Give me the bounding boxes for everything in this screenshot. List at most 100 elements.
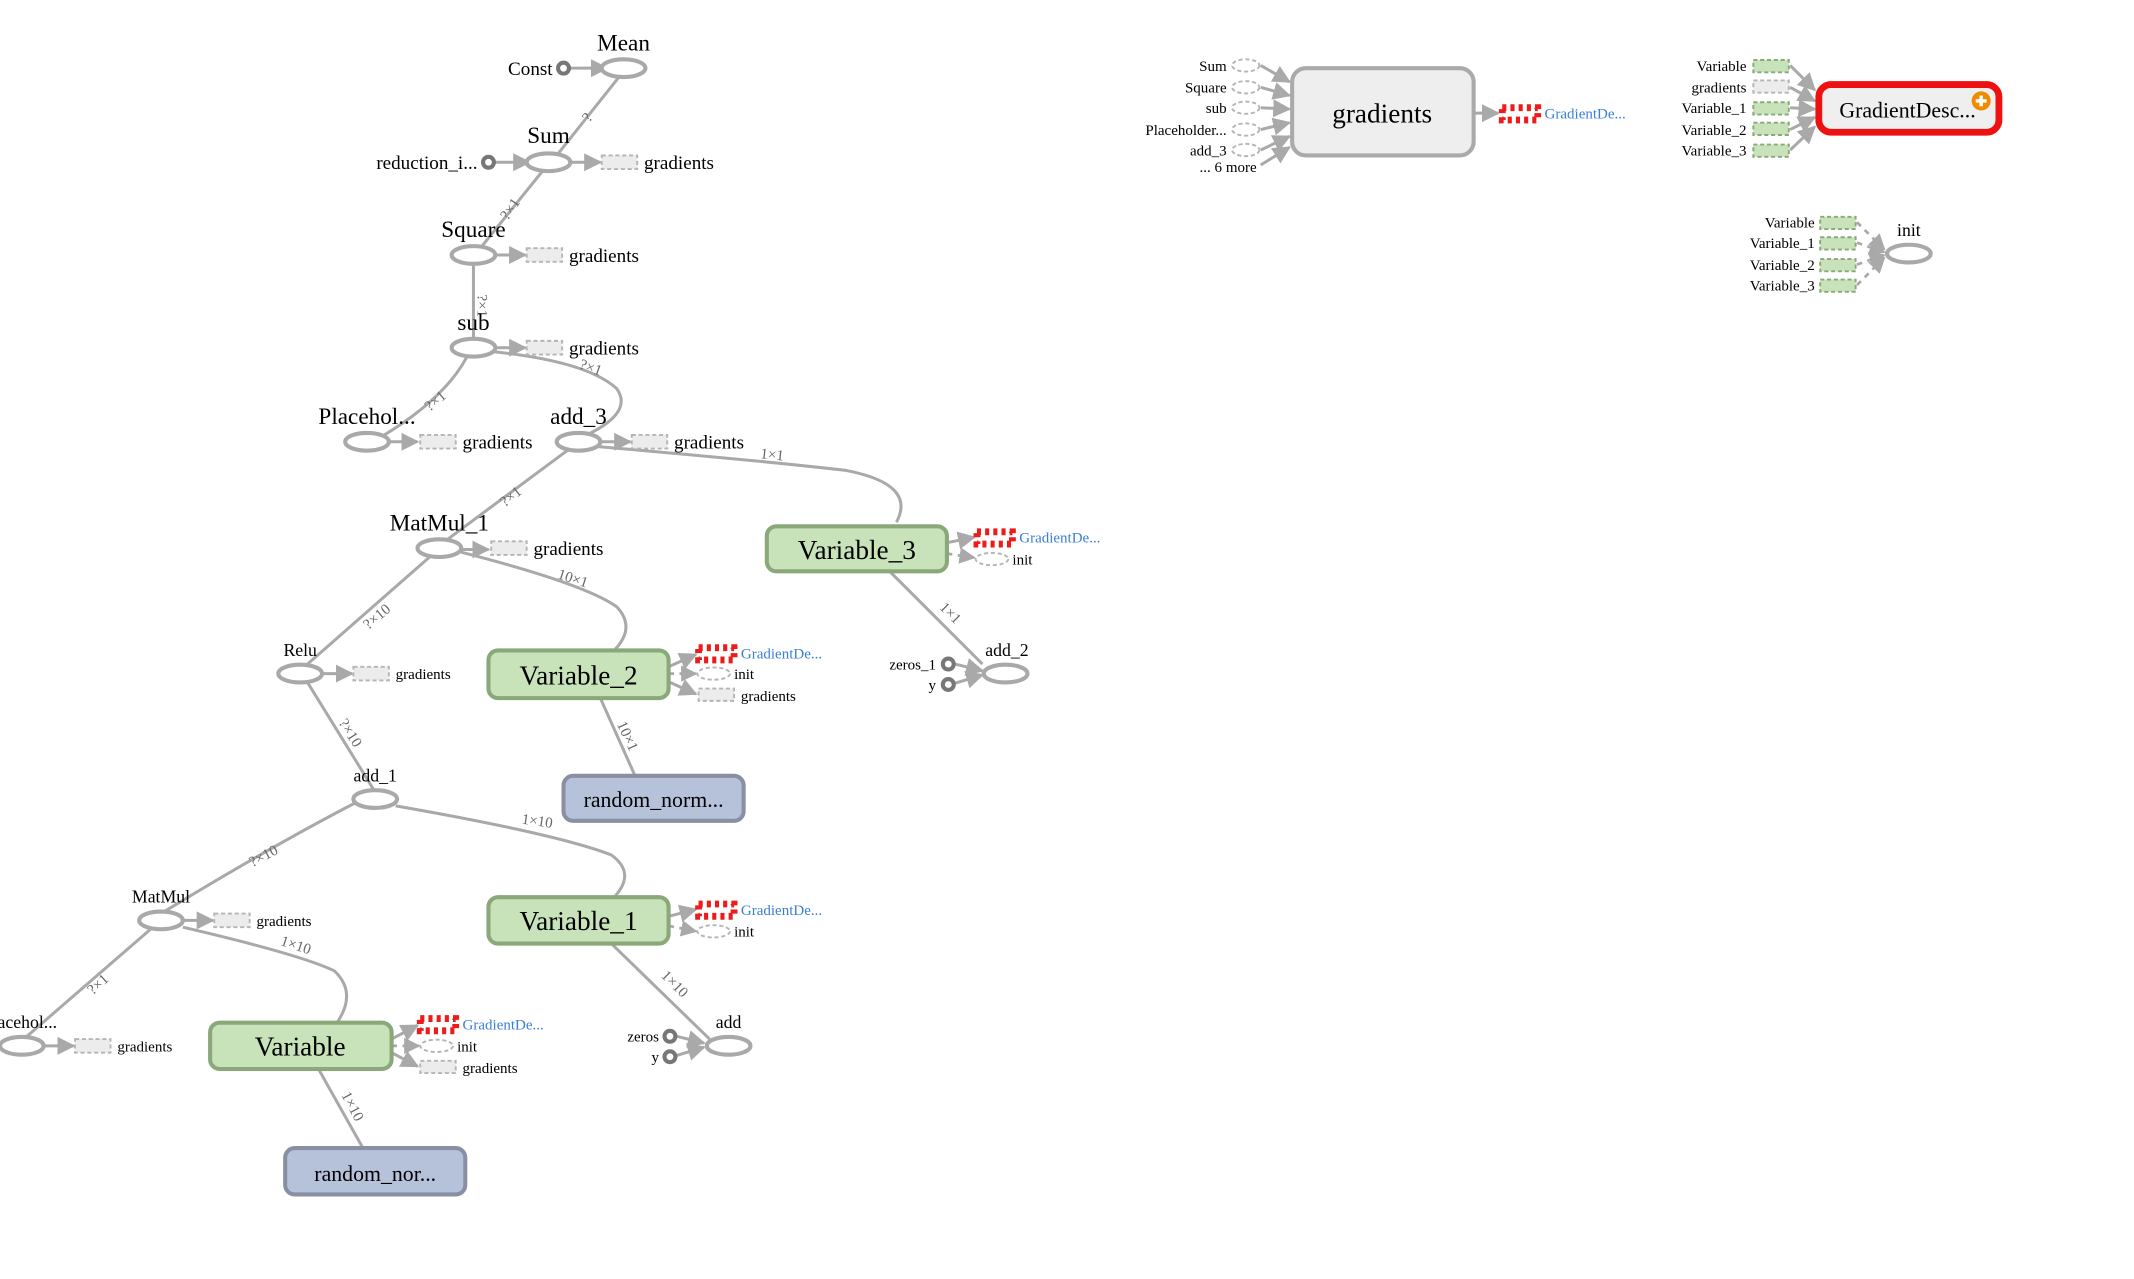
random-box[interactable]: [283, 1146, 468, 1197]
ref-init-var[interactable]: init: [419, 1038, 478, 1055]
ref-box[interactable]: [416, 1015, 460, 1035]
gradient-descent-group[interactable]: Variable gradients Variable_1 Variable_2…: [1681, 59, 2003, 160]
ref-label[interactable]: GradientDe...: [741, 903, 822, 919]
op-ellipse[interactable]: [343, 430, 391, 453]
node-random-normal[interactable]: random_nor...: [283, 1146, 468, 1197]
ref-box[interactable]: [419, 434, 457, 450]
input-ref[interactable]: [1752, 59, 1790, 74]
input-ref[interactable]: [1231, 100, 1261, 115]
node-variable[interactable]: Variable: [208, 1020, 394, 1072]
op-ellipse[interactable]: [351, 788, 400, 810]
node-y-2[interactable]: y: [929, 676, 956, 694]
node-add-3[interactable]: add_3: [550, 404, 607, 453]
op-ellipse[interactable]: [0, 1034, 46, 1057]
node-add-2[interactable]: add_2: [981, 640, 1030, 685]
node-variable-1[interactable]: Variable_1: [486, 895, 671, 946]
op-ellipse[interactable]: [554, 430, 603, 453]
ref-box[interactable]: [695, 644, 738, 664]
ref-gradients-sum[interactable]: gradients: [600, 153, 714, 174]
ref-gradient-descent-var3[interactable]: GradientDe...: [973, 528, 1101, 548]
gradient-descent-box[interactable]: [1815, 81, 2003, 136]
node-zeros[interactable]: zeros: [627, 1028, 678, 1046]
ref-ellipse[interactable]: [696, 924, 731, 939]
const-circle[interactable]: [940, 676, 956, 692]
input-ref[interactable]: [1819, 236, 1857, 251]
ref-gradient-descent-var2[interactable]: GradientDe...: [695, 644, 823, 664]
input-ref[interactable]: [1752, 121, 1790, 136]
op-ellipse[interactable]: [449, 244, 498, 266]
ref-box[interactable]: [525, 247, 564, 263]
node-random-normal-2[interactable]: random_norm...: [561, 773, 746, 823]
node-variable-2[interactable]: Variable_2: [486, 648, 671, 701]
ref-gradients-matmul[interactable]: gradients: [213, 912, 312, 930]
input-ref[interactable]: [1231, 80, 1261, 95]
ref-box[interactable]: [697, 687, 736, 702]
node-sub[interactable]: sub: [449, 310, 498, 359]
ref-gradients-var2[interactable]: gradients: [697, 687, 796, 705]
variable-box[interactable]: [486, 895, 671, 946]
op-ellipse[interactable]: [981, 662, 1030, 685]
ref-gradients-var[interactable]: gradients: [419, 1059, 518, 1077]
ref-box[interactable]: [600, 154, 639, 171]
input-ref[interactable]: [1752, 101, 1790, 116]
node-matmul-1[interactable]: MatMul_1: [390, 510, 489, 560]
op-ellipse[interactable]: [137, 909, 185, 932]
ref-gradient-descent-var[interactable]: GradientDe...: [416, 1015, 544, 1035]
input-ref[interactable]: [1819, 258, 1857, 273]
node-placeholder-1[interactable]: Placehol...: [318, 404, 416, 453]
ref-init-var1[interactable]: init: [696, 924, 755, 941]
ref-box[interactable]: [973, 528, 1016, 548]
ref-gradients-add-3[interactable]: gradients: [630, 433, 744, 454]
op-ellipse[interactable]: [704, 1034, 753, 1057]
node-square[interactable]: Square: [441, 217, 506, 266]
const-circle[interactable]: [556, 60, 572, 76]
ref-box[interactable]: [630, 434, 669, 450]
op-ellipse[interactable]: [276, 662, 325, 685]
node-const[interactable]: Const: [508, 59, 572, 80]
variable-box[interactable]: [764, 524, 949, 574]
ref-box[interactable]: [419, 1059, 457, 1075]
ref-ellipse[interactable]: [696, 666, 731, 681]
variable-box[interactable]: [208, 1020, 394, 1072]
input-ref[interactable]: [1231, 142, 1261, 158]
input-ref[interactable]: [1752, 79, 1790, 94]
op-ellipse[interactable]: [524, 151, 573, 174]
ref-gradients-placeholder-1[interactable]: gradients: [419, 433, 533, 454]
node-matmul[interactable]: MatMul: [132, 887, 190, 932]
const-circle[interactable]: [480, 154, 496, 170]
op-ellipse[interactable]: [415, 537, 464, 560]
node-add[interactable]: add: [704, 1012, 753, 1057]
node-add-1[interactable]: add_1: [351, 765, 400, 810]
op-ellipse[interactable]: [599, 57, 648, 80]
ref-box[interactable]: [490, 540, 528, 556]
ref-ellipse[interactable]: [419, 1038, 454, 1053]
node-sum[interactable]: Sum: [524, 123, 573, 174]
const-circle[interactable]: [662, 1049, 678, 1065]
ref-label[interactable]: GradientDe...: [1019, 531, 1100, 547]
ref-init-var3[interactable]: init: [974, 551, 1034, 569]
expand-plus-icon[interactable]: [1971, 91, 1991, 111]
ref-gradients-relu[interactable]: gradients: [352, 665, 451, 683]
ref-gradient-descent-var1[interactable]: GradientDe...: [695, 900, 823, 920]
ref-label[interactable]: GradientDe...: [463, 1017, 544, 1033]
node-reduction-indices[interactable]: reduction_i...: [376, 153, 496, 174]
ref-box[interactable]: [525, 339, 564, 356]
ref-init-var2[interactable]: init: [696, 666, 755, 683]
ref-box[interactable]: [74, 1038, 112, 1054]
ref-gradients-placeholder[interactable]: gradients: [74, 1038, 173, 1055]
node-placeholder[interactable]: acehol...: [0, 1012, 57, 1057]
random-box[interactable]: [561, 773, 746, 823]
variable-box[interactable]: [486, 648, 671, 701]
output-ref[interactable]: [1498, 104, 1542, 124]
node-relu[interactable]: Relu: [276, 640, 325, 685]
ref-gradients-square[interactable]: gradients: [525, 246, 639, 267]
output-label[interactable]: GradientDe...: [1545, 107, 1626, 123]
input-ref[interactable]: [1231, 58, 1261, 73]
input-ref[interactable]: [1231, 122, 1261, 137]
ref-gradients-sub[interactable]: gradients: [525, 339, 639, 360]
input-ref[interactable]: [1752, 143, 1790, 158]
more-inputs-label[interactable]: ... 6 more: [1200, 160, 1257, 176]
ref-box[interactable]: [352, 665, 390, 682]
ref-box[interactable]: [695, 900, 738, 920]
